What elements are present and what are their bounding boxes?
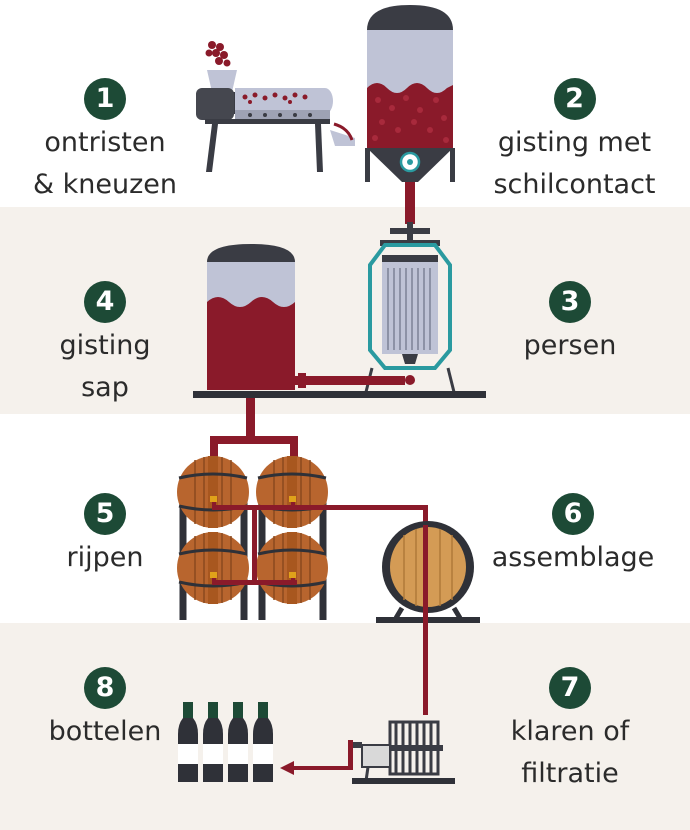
- step-4-number: 4: [84, 281, 126, 323]
- step-8-text-line-1: bottelen: [48, 716, 162, 747]
- wine-press: [364, 222, 456, 393]
- step-5-text-line-1: rijpen: [66, 542, 144, 573]
- step-2-text-line-1: gisting met: [497, 127, 652, 158]
- wine-bottles: [178, 702, 273, 782]
- fermentation-tank-with-skins: [365, 5, 455, 224]
- destemmer-crusher-machine: [196, 41, 355, 172]
- step-2-text-line-2: schilcontact: [493, 169, 656, 200]
- step-8-number: 8: [84, 667, 126, 709]
- step-3-label: 3 persen: [480, 281, 660, 367]
- step-1-number: 1: [84, 78, 126, 120]
- step-7-number: 7: [549, 667, 591, 709]
- step-6-number: 6: [552, 493, 594, 535]
- step-4-label: 4 gisting sap: [15, 281, 195, 409]
- filtration-machine: [280, 720, 455, 784]
- juice-fermentation-tank: [207, 244, 405, 390]
- background-band-2: [0, 623, 690, 830]
- aging-barrels-stack: [177, 456, 427, 620]
- step-1-label: 1 ontristen & kneuzen: [10, 78, 200, 206]
- grape-cluster-icon: [205, 41, 231, 67]
- step-3-text-line-1: persen: [523, 330, 617, 361]
- step-7-text-line-2: filtratie: [521, 758, 619, 789]
- step-3-number: 3: [549, 281, 591, 323]
- step-5-label: 5 rijpen: [15, 493, 195, 579]
- transfer-pipe: [210, 398, 298, 458]
- step-4-text-line-1: gisting: [59, 330, 151, 361]
- step-1-text-line-2: & kneuzen: [32, 169, 177, 200]
- step-5-number: 5: [84, 493, 126, 535]
- step-8-label: 8 bottelen: [15, 667, 195, 753]
- press-platform: [193, 391, 486, 398]
- step-7-text-line-1: klaren of: [510, 716, 630, 747]
- step-2-label: 2 gisting met schilcontact: [462, 78, 687, 206]
- assemblage-barrel: [376, 505, 480, 715]
- step-4-text-line-2: sap: [81, 372, 129, 403]
- step-1-text-line-1: ontristen: [44, 127, 166, 158]
- step-2-number: 2: [553, 78, 596, 120]
- step-7-label: 7 klaren of filtratie: [480, 667, 660, 795]
- step-6-text-line-1: assemblage: [491, 542, 655, 573]
- step-6-label: 6 assemblage: [478, 493, 668, 579]
